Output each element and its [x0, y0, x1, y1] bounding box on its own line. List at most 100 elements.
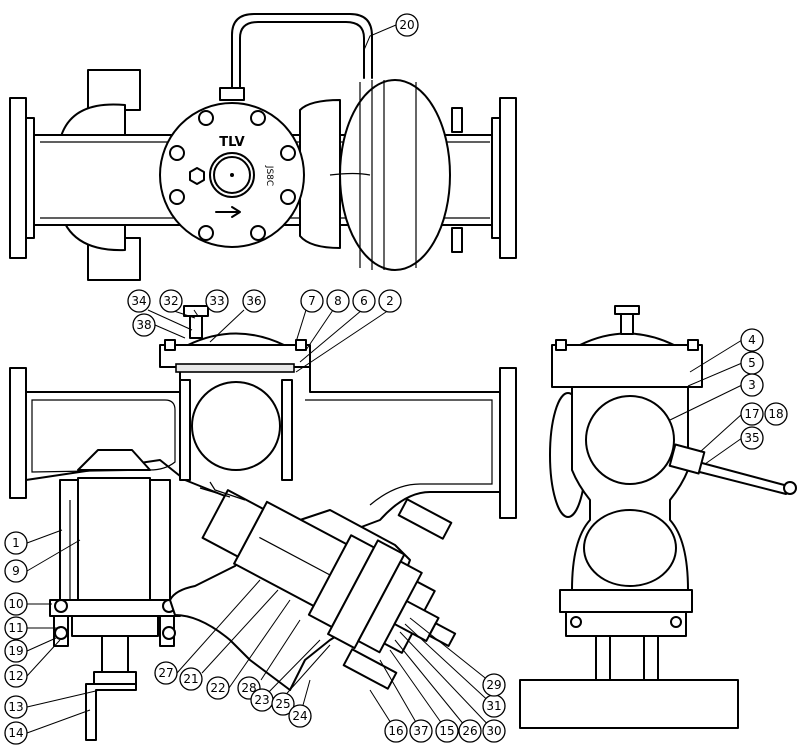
- section-left-flange: [9, 367, 27, 499]
- flow-arrow-icon: [215, 206, 241, 218]
- top-view-cover-bolts: [169, 110, 296, 241]
- svg-text:7: 7: [308, 294, 316, 308]
- svg-text:35: 35: [744, 431, 759, 445]
- svg-text:37: 37: [413, 724, 428, 738]
- svg-text:21: 21: [183, 672, 198, 686]
- callout-17: 17: [740, 402, 764, 426]
- callout-36: 36: [242, 289, 266, 313]
- callout-14: 14: [4, 721, 28, 745]
- svg-text:9: 9: [12, 564, 20, 578]
- callout-5: 5: [740, 351, 764, 375]
- callout-25: 25: [271, 692, 295, 716]
- callout-27: 27: [154, 661, 178, 685]
- svg-text:29: 29: [486, 678, 501, 692]
- nameplate-brand: TLV: [219, 135, 244, 150]
- callout-13: 13: [4, 695, 28, 719]
- section-float: [191, 381, 281, 471]
- callout-8: 8: [326, 289, 350, 313]
- svg-text:10: 10: [8, 597, 23, 611]
- svg-text:11: 11: [8, 621, 23, 635]
- callout-2: 2: [378, 289, 402, 313]
- svg-text:30: 30: [486, 724, 501, 738]
- side-view-plate: [519, 679, 739, 729]
- callout-24: 24: [288, 704, 312, 728]
- callout-4: 4: [740, 328, 764, 352]
- section-view: [9, 305, 517, 741]
- top-view-trap-neck: [299, 99, 341, 249]
- callout-29: 29: [482, 673, 506, 697]
- top-view-bypass-tube: [231, 13, 373, 93]
- callout-11: 11: [4, 616, 28, 640]
- side-view-float: [585, 395, 675, 485]
- nameplate-model: JS8C: [264, 165, 274, 186]
- top-view-plug: [189, 167, 205, 185]
- side-view-air-vent: [620, 311, 634, 335]
- svg-text:12: 12: [8, 669, 23, 683]
- callout-22: 22: [206, 676, 230, 700]
- svg-text:33: 33: [209, 294, 224, 308]
- section-air-vent: [189, 313, 203, 339]
- callout-32: 32: [159, 289, 183, 313]
- leader-lines: [26, 24, 743, 734]
- svg-text:22: 22: [210, 681, 225, 695]
- svg-text:5: 5: [748, 356, 756, 370]
- svg-text:3: 3: [748, 378, 756, 392]
- svg-text:31: 31: [486, 699, 501, 713]
- svg-text:25: 25: [275, 697, 290, 711]
- svg-text:20: 20: [399, 18, 414, 32]
- section-strainer-screen: [77, 477, 151, 614]
- callout-33: 33: [205, 289, 229, 313]
- callout-6: 6: [352, 289, 376, 313]
- callout-31: 31: [482, 694, 506, 718]
- callout-10: 10: [4, 592, 28, 616]
- svg-text:38: 38: [136, 318, 151, 332]
- section-blowdown-valve: [101, 635, 129, 677]
- svg-text:14: 14: [8, 726, 23, 740]
- svg-text:18: 18: [768, 407, 783, 421]
- section-right-flange: [499, 367, 517, 519]
- callout-15: 15: [435, 719, 459, 743]
- callout-18: 18: [764, 402, 788, 426]
- callout-9: 9: [4, 559, 28, 583]
- callout-bubbles: 20 34 32 33 36 7 8 6 2 38 1 9 10 11 19 1…: [4, 13, 788, 745]
- callout-37: 37: [409, 719, 433, 743]
- top-view-trap-cover: [339, 79, 451, 271]
- top-view: TLV JS8C: [9, 13, 517, 281]
- callout-7: 7: [300, 289, 324, 313]
- svg-text:13: 13: [8, 700, 23, 714]
- svg-text:4: 4: [748, 333, 756, 347]
- svg-text:27: 27: [158, 666, 173, 680]
- svg-text:23: 23: [254, 693, 269, 707]
- svg-text:15: 15: [439, 724, 454, 738]
- section-actuator: [201, 489, 457, 654]
- callout-20: 20: [395, 13, 419, 37]
- side-view-cap: [551, 344, 703, 388]
- side-view: [519, 305, 797, 729]
- callout-30: 30: [482, 719, 506, 743]
- callout-19: 19: [4, 639, 28, 663]
- callout-38: 38: [132, 313, 156, 337]
- svg-text:36: 36: [246, 294, 261, 308]
- callout-3: 3: [740, 373, 764, 397]
- callout-35: 35: [740, 426, 764, 450]
- callout-21: 21: [179, 667, 203, 691]
- callout-34: 34: [127, 289, 151, 313]
- side-view-base: [559, 589, 693, 613]
- callout-16: 16: [384, 719, 408, 743]
- section-strainer-cap: [49, 599, 181, 617]
- svg-text:26: 26: [462, 724, 477, 738]
- svg-text:28: 28: [241, 681, 256, 695]
- svg-text:19: 19: [8, 644, 23, 658]
- svg-text:17: 17: [744, 407, 759, 421]
- svg-text:2: 2: [386, 294, 394, 308]
- top-view-right-flange: [499, 97, 517, 259]
- callout-12: 12: [4, 664, 28, 688]
- svg-text:24: 24: [292, 709, 307, 723]
- svg-text:16: 16: [388, 724, 403, 738]
- svg-text:34: 34: [131, 294, 146, 308]
- svg-text:1: 1: [12, 536, 20, 550]
- svg-text:6: 6: [360, 294, 368, 308]
- callout-1: 1: [4, 531, 28, 555]
- callout-23: 23: [250, 688, 274, 712]
